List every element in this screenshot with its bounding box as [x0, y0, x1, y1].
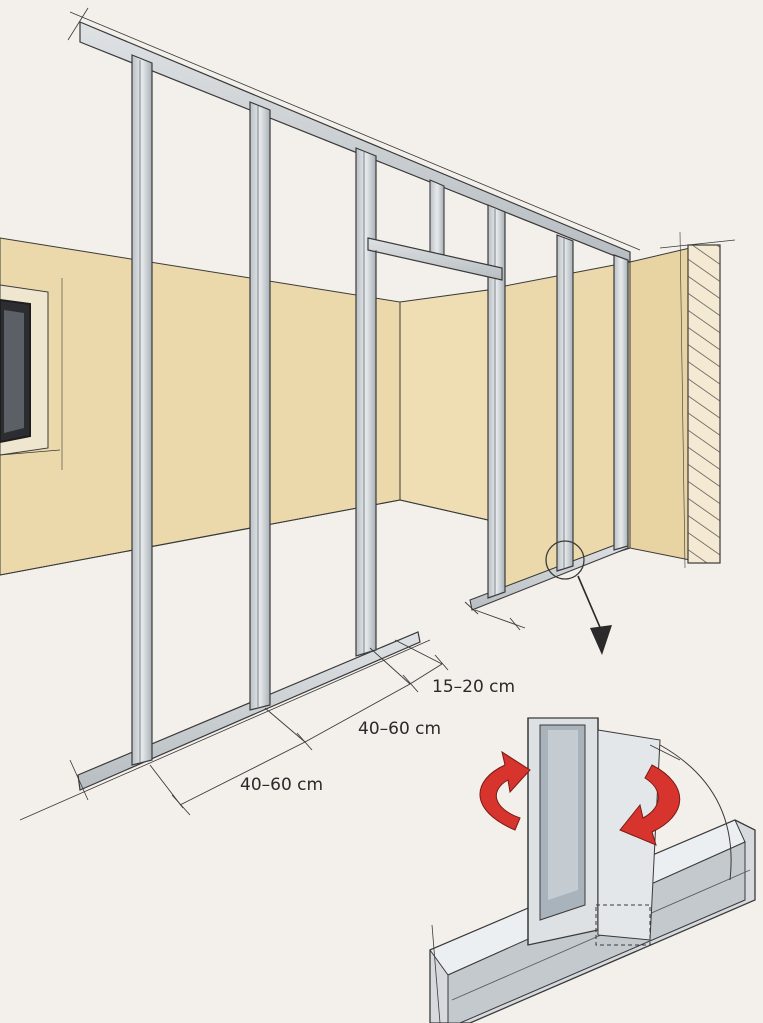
metal-frame [19, 7, 641, 821]
stud-1 [131, 54, 153, 766]
stud-4-short [429, 179, 445, 256]
stud-6 [556, 234, 574, 572]
detail-inset [429, 717, 756, 1023]
door-header [367, 237, 503, 281]
top-track [79, 21, 631, 263]
curved-arrow-icon-left [479, 750, 531, 831]
dimension-lines [149, 601, 526, 816]
bottom-track-right [469, 539, 629, 611]
curved-arrow-icon-right [619, 764, 681, 846]
dimension-label-40-60-left: 40–60 cm [240, 775, 323, 795]
left-wall [0, 237, 401, 576]
detail-circle [545, 540, 585, 580]
stud-3-door-left [355, 147, 377, 657]
window [0, 278, 63, 470]
arrow-down-right-icon [590, 625, 612, 655]
stud-7-end [613, 254, 629, 551]
stud-5-door-right [487, 204, 506, 599]
back-wall [399, 289, 489, 521]
dimension-label-40-60-right: 40–60 cm [358, 719, 441, 739]
dimension-labels: 15–20 cm 40–60 cm 40–60 cm [240, 677, 515, 795]
stud-2 [249, 101, 271, 711]
bottom-track [77, 631, 421, 791]
detail-callout [545, 540, 612, 655]
dimension-label-15-20: 15–20 cm [432, 677, 515, 697]
